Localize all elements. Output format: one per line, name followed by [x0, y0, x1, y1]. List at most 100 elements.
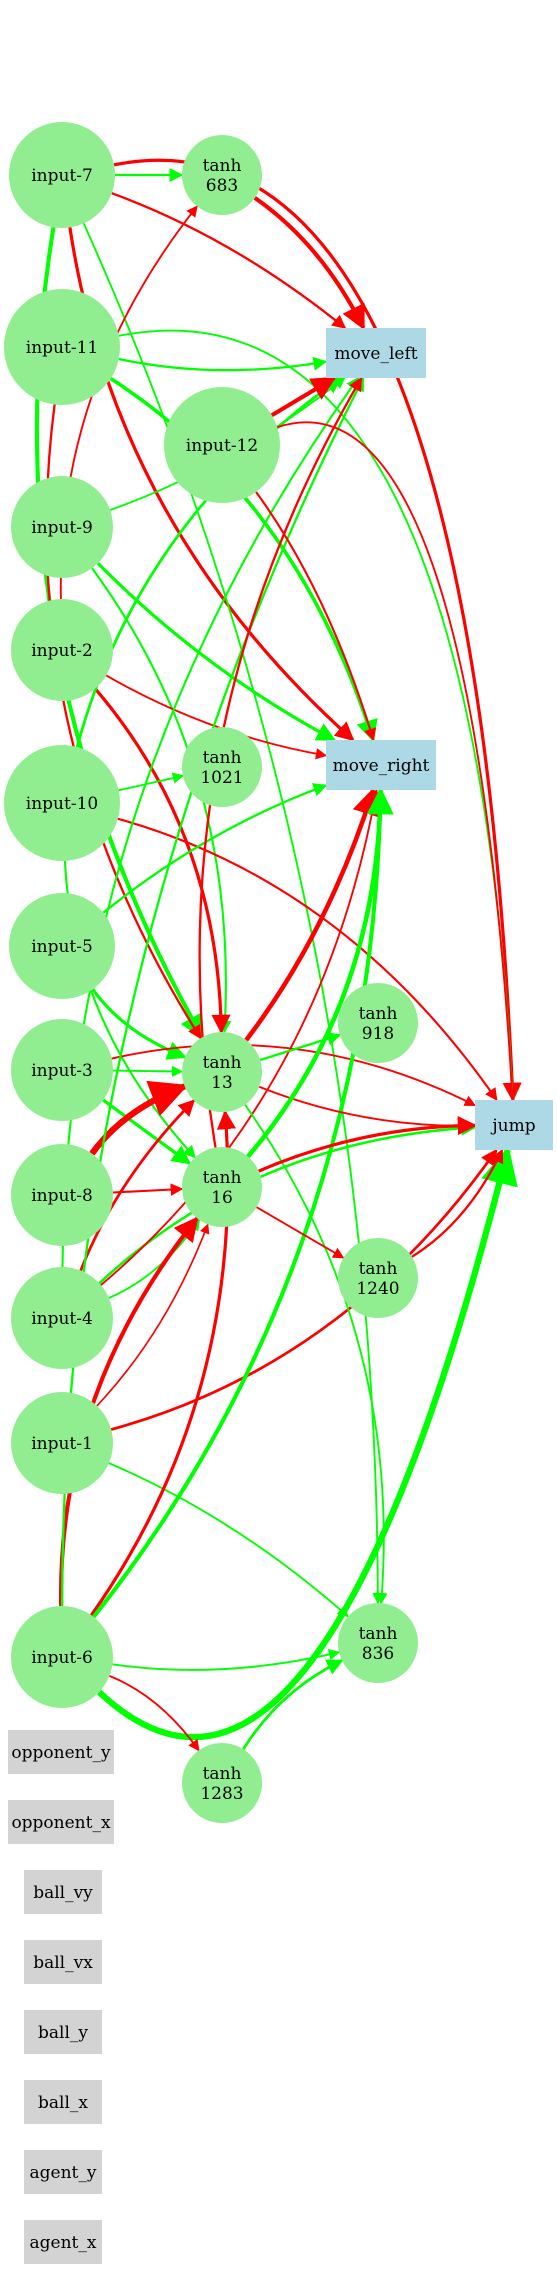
node-shape-input-7 — [9, 122, 115, 228]
node-shape-move_right — [326, 740, 436, 790]
node-input-7: input-7 — [9, 122, 115, 228]
edge-input-12-to-jump — [276, 421, 518, 1102]
edge-input-3-to-tanh-16 — [102, 1098, 192, 1165]
node-input-1: input-1 — [11, 1392, 113, 1494]
node-shape-input-6 — [11, 1606, 113, 1708]
edge-input-1-to-tanh-836 — [108, 1462, 349, 1618]
edge-tanh-16-to-move_right — [246, 787, 394, 1159]
node-label-input-10: input-10 — [26, 794, 98, 814]
node-shape-agent_y — [24, 2150, 102, 2194]
edge-input-4-to-tanh-13 — [79, 1099, 196, 1272]
node-shape-input-8 — [11, 1144, 113, 1246]
edge-tanh-16-to-tanh-1240 — [256, 1206, 345, 1259]
node-shape-input-3 — [11, 1019, 113, 1121]
node-shape-input-9 — [11, 476, 113, 578]
node-shape-ball_vx — [24, 1940, 102, 1984]
node-shape-tanh-918 — [338, 983, 418, 1063]
edge-input-9-to-move_right — [96, 562, 336, 742]
edge-input-10-to-tanh-1021 — [118, 772, 185, 792]
node-label-agent_y: agent_y — [30, 2163, 97, 2183]
edge-tanh-16-to-jump — [258, 1116, 477, 1173]
node-input-3: input-3 — [11, 1019, 113, 1121]
node-opponent_y: opponent_y — [8, 1730, 114, 1774]
node-label-input-1: input-1 — [31, 1434, 93, 1454]
edge-input-11-to-move_left — [118, 356, 328, 372]
node-shape-tanh-683 — [182, 135, 262, 215]
node-ball_vy: ball_vy — [24, 1870, 102, 1914]
edge-input-5-to-tanh-13 — [91, 988, 187, 1060]
node-label-opponent_x: opponent_x — [11, 1813, 111, 1833]
node-jump: jump — [475, 1100, 553, 1150]
edge-input-1-to-tanh-16 — [96, 1223, 210, 1407]
edge-input-11-to-move_right — [109, 376, 378, 743]
node-input-12: input-12 — [164, 387, 280, 503]
node-label-ball_vx: ball_vx — [33, 1953, 93, 1973]
edge-tanh-13-to-tanh-836 — [244, 1104, 388, 1605]
edge-input-6-to-jump — [96, 1146, 518, 1741]
edge-input-8-to-tanh-16 — [112, 1183, 184, 1196]
edge-input-6-to-tanh-836 — [112, 1649, 341, 1671]
node-input-6: input-6 — [11, 1606, 113, 1708]
node-shape-tanh-1283 — [182, 1743, 262, 1823]
node-label-opponent_y: opponent_y — [11, 1743, 111, 1763]
node-move_left: move_left — [326, 328, 426, 378]
node-ball_y: ball_y — [24, 2010, 102, 2054]
edge-tanh-13-to-jump — [258, 1085, 477, 1132]
nodes-layer: input-7 input-11 input-9 input-2 input-10 inp… — [4, 122, 553, 2264]
node-shape-move_left — [326, 328, 426, 378]
node-shape-agent_x — [24, 2220, 102, 2264]
node-label-input-11: input-11 — [26, 338, 98, 358]
node-label-agent_x: agent_x — [30, 2233, 97, 2253]
node-shape-ball_x — [24, 2080, 102, 2124]
edge-tanh-1240-to-jump — [411, 1148, 504, 1258]
edge-input-4-to-move_left — [61, 376, 360, 1268]
node-shape-opponent_x — [8, 1800, 114, 1844]
node-label-ball_x: ball_x — [38, 2093, 88, 2113]
edge-input-2-to-tanh-13 — [93, 687, 231, 1034]
node-label-input-12: input-12 — [186, 436, 258, 456]
edge-input-4-to-jump — [98, 1120, 477, 1285]
node-shape-input-10 — [4, 745, 120, 861]
node-label-input-7: input-7 — [31, 166, 93, 186]
node-shape-tanh-16 — [182, 1147, 262, 1227]
edge-input-5-to-move_right — [102, 783, 328, 914]
node-label-input-6: input-6 — [31, 1648, 93, 1668]
edge-tanh-13-to-move_right — [244, 787, 379, 1042]
edge-input-4-to-move_right — [100, 788, 381, 1286]
node-agent_x: agent_x — [24, 2220, 102, 2264]
node-input-8: input-8 — [11, 1144, 113, 1246]
node-shape-tanh-1021 — [182, 727, 262, 807]
node-label-input-8: input-8 — [31, 1186, 93, 1206]
node-shape-opponent_y — [8, 1730, 114, 1774]
node-shape-input-5 — [9, 893, 115, 999]
node-input-4: input-4 — [11, 1267, 113, 1369]
node-shape-tanh-836 — [338, 1603, 418, 1683]
node-label-move_right: move_right — [333, 756, 430, 776]
edge-input-1-to-jump — [110, 1148, 498, 1431]
node-shape-input-4 — [11, 1267, 113, 1369]
node-agent_y: agent_y — [24, 2150, 102, 2194]
node-label-ball_vy: ball_vy — [33, 1883, 93, 1903]
node-label-input-3: input-3 — [31, 1061, 93, 1081]
edge-input-12-to-move_right — [255, 491, 377, 742]
node-shape-ball_y — [24, 2010, 102, 2054]
node-label-input-4: input-4 — [31, 1309, 93, 1329]
node-shape-input-11 — [4, 289, 120, 405]
node-shape-ball_vy — [24, 1870, 102, 1914]
node-label-input-9: input-9 — [31, 518, 93, 538]
node-shape-input-2 — [11, 599, 113, 701]
node-label-input-2: input-2 — [31, 641, 93, 661]
edge-tanh-683-to-move_left — [253, 196, 366, 331]
node-shape-tanh-13 — [182, 1032, 262, 1112]
